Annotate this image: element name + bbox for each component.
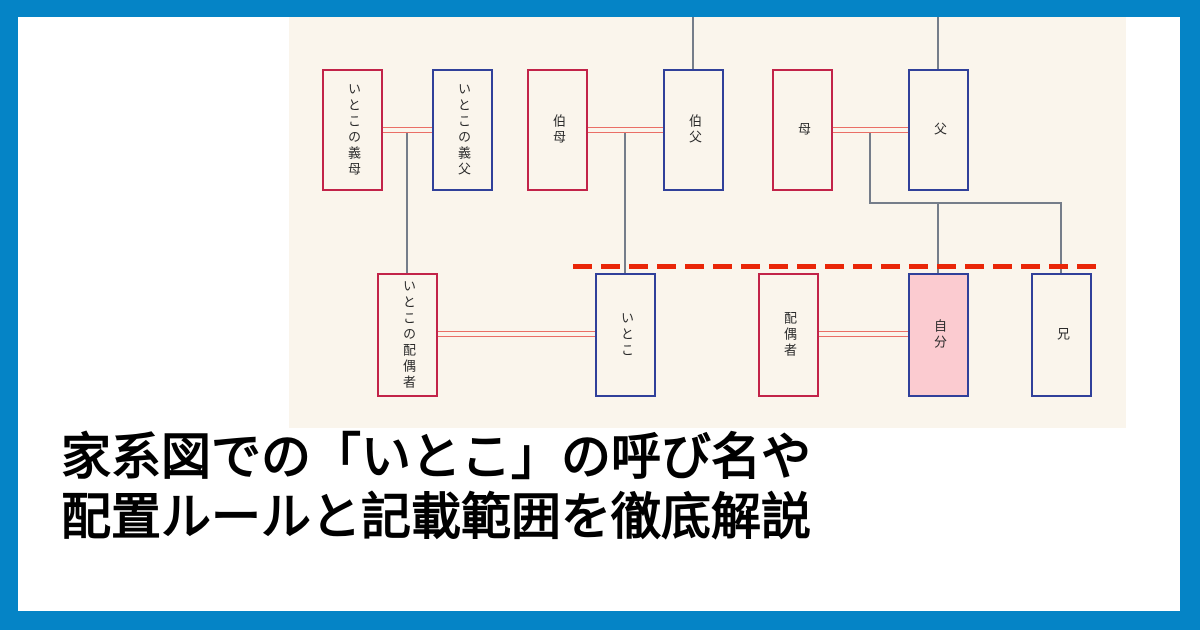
family-box-label-haigusha: 配偶者: [781, 311, 796, 359]
card-title: 家系図での「いとこ」の呼び名や 配置ルールと記載範囲を徹底解説: [61, 427, 811, 547]
family-box-hakubo: 伯母: [527, 69, 588, 191]
family-box-itoko: いとこ: [595, 273, 656, 397]
scope-boundary-dashed-line: [573, 264, 1097, 269]
inner-panel: いとこの義母 いとこの義父 伯母 伯父 母 父いとこの配偶者 いとこ 配偶者 自分 兄 家系図での…: [18, 17, 1180, 611]
family-box-itoko-no-haigusha: いとこの配偶者: [377, 273, 438, 397]
family-box-label-itoko: いとこ: [618, 311, 633, 359]
family-box-ani: 兄: [1031, 273, 1092, 397]
family-box-label-hakubo: 伯母: [550, 114, 565, 146]
diagram-canvas: いとこの義母 いとこの義父 伯母 伯父 母 父いとこの配偶者 いとこ 配偶者 自分 兄: [289, 17, 1126, 428]
marriage-line: [588, 127, 663, 133]
connector-line: [692, 17, 694, 69]
family-box-label-chichi: 父: [931, 122, 946, 138]
family-box-itoko-no-gifu: いとこの義父: [432, 69, 493, 191]
card-title-line2: 配置ルールと記載範囲を徹底解説: [61, 489, 811, 545]
family-box-label-ani: 兄: [1054, 327, 1069, 343]
marriage-line: [833, 127, 908, 133]
family-box-label-haha: 母: [795, 122, 810, 138]
connector-line: [406, 133, 408, 273]
family-box-label-hakufu: 伯父: [686, 114, 701, 146]
connector-line: [869, 202, 1061, 204]
connector-line: [624, 133, 626, 273]
family-box-haha: 母: [772, 69, 833, 191]
family-box-label-itoko-no-haigusha: いとこの配偶者: [400, 279, 415, 391]
family-box-jibun: 自分: [908, 273, 969, 397]
connector-line: [937, 17, 939, 69]
family-box-haigusha: 配偶者: [758, 273, 819, 397]
marriage-line: [383, 127, 432, 133]
connector-line: [937, 202, 939, 273]
marriage-line: [438, 331, 595, 337]
card-title-line1: 家系図での「いとこ」の呼び名や: [61, 429, 811, 485]
family-box-hakufu: 伯父: [663, 69, 724, 191]
family-box-label-itoko-no-gibo: いとこの義母: [345, 82, 360, 178]
family-box-label-jibun: 自分: [931, 319, 946, 351]
family-box-itoko-no-gibo: いとこの義母: [322, 69, 383, 191]
family-box-label-itoko-no-gifu: いとこの義父: [455, 82, 470, 178]
connector-line: [869, 133, 871, 203]
connector-line: [1060, 202, 1062, 273]
family-box-chichi: 父: [908, 69, 969, 191]
marriage-line: [819, 331, 908, 337]
